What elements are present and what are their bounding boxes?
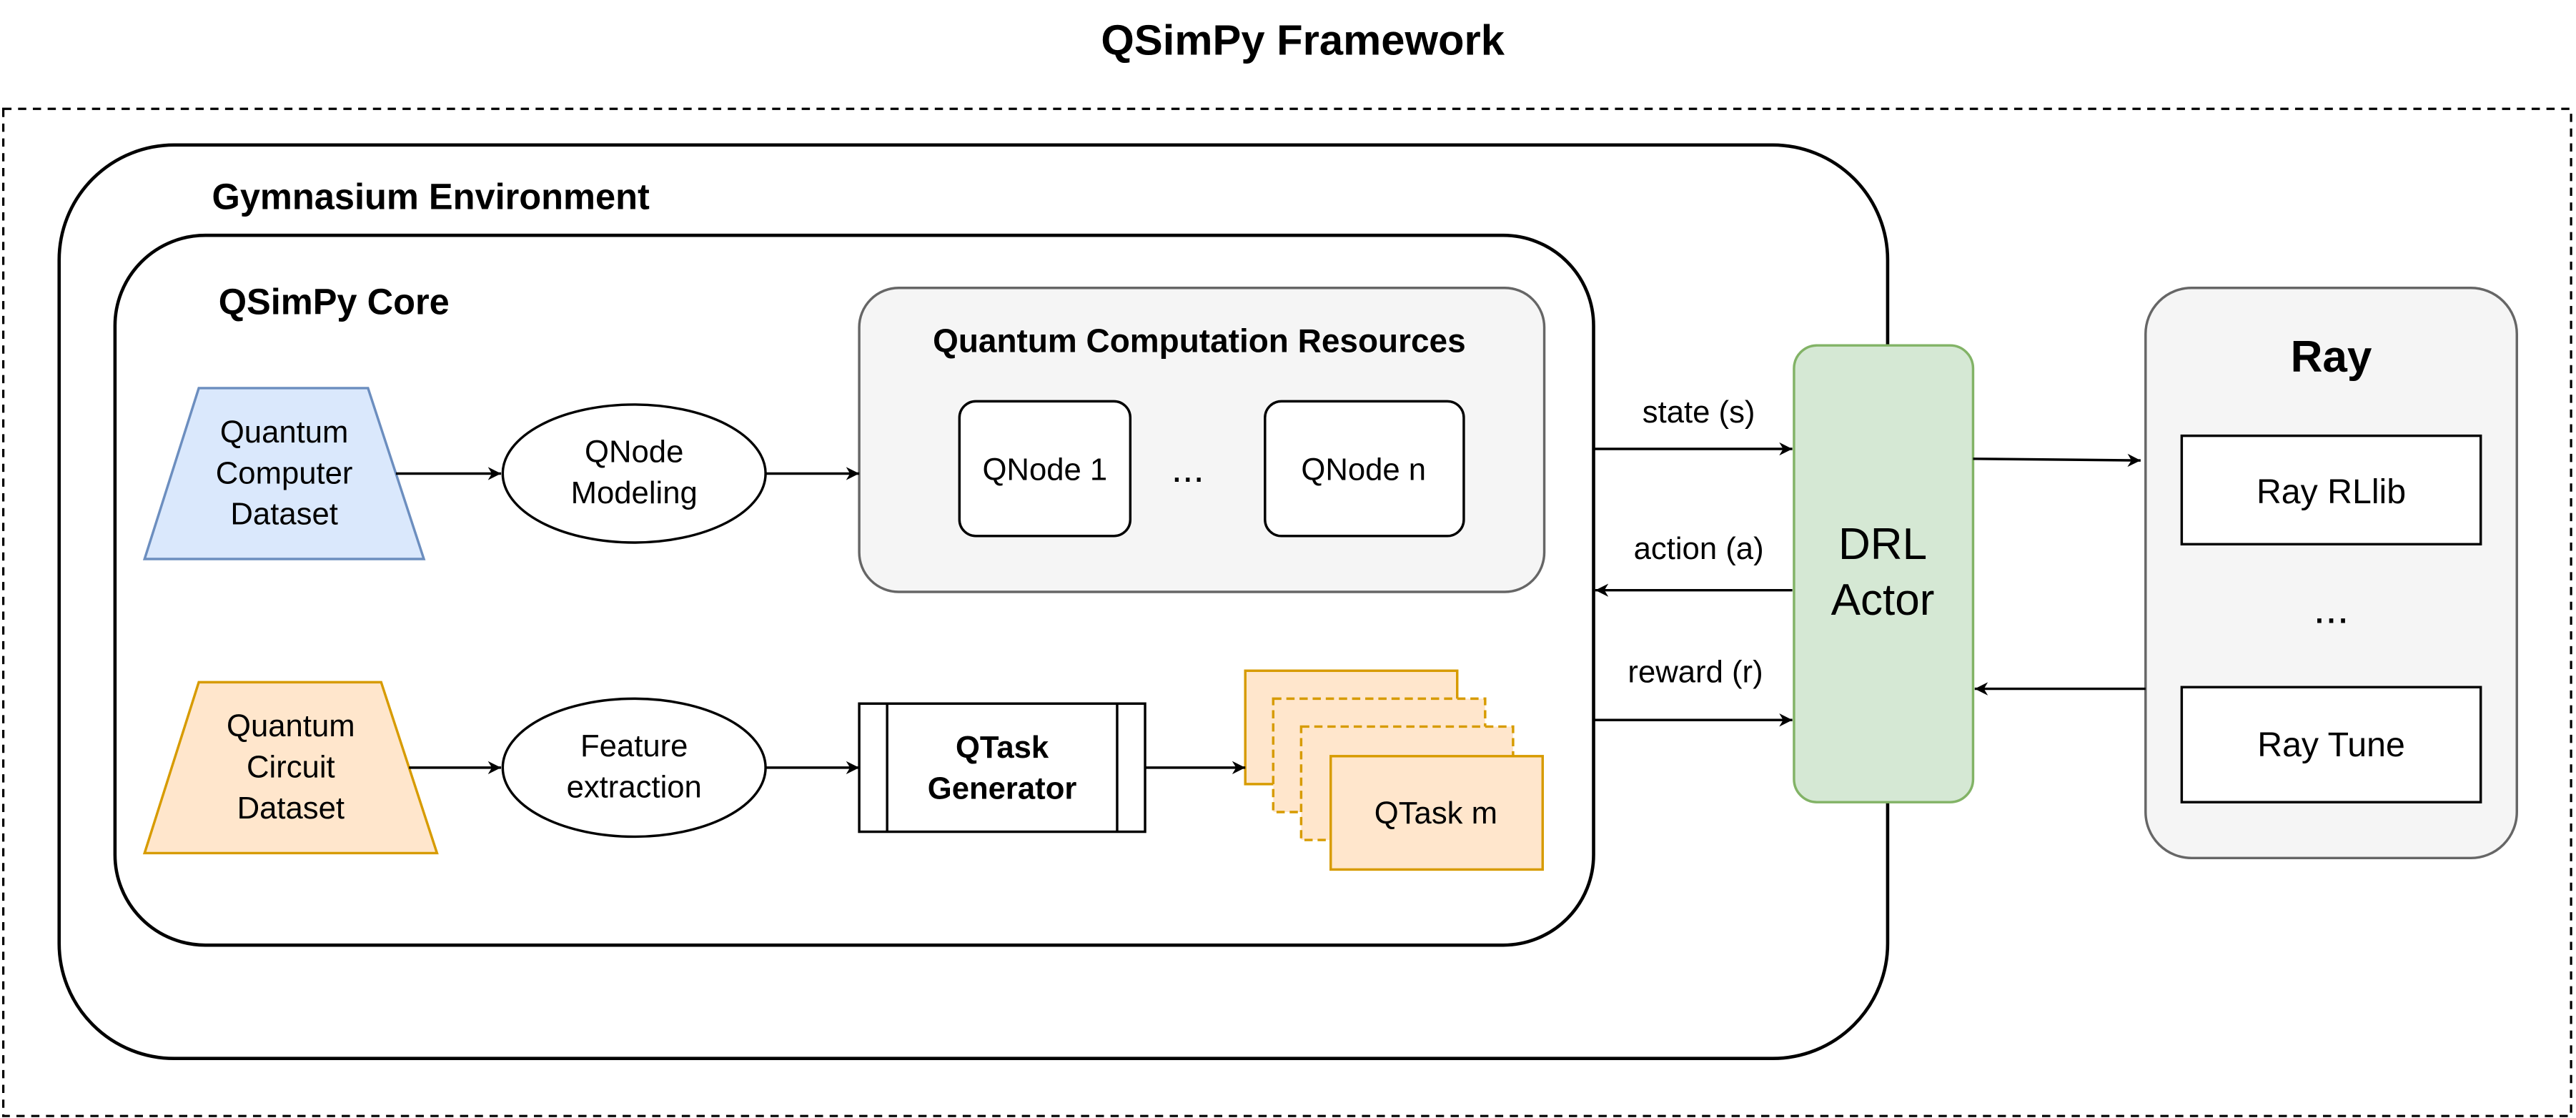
quantum-circuit-dataset-line2: Circuit [247, 750, 335, 785]
reward-label: reward (r) [1628, 654, 1763, 689]
qnode-modeling-ellipse [501, 403, 767, 544]
quantum-computer-dataset-line1: Quantum [220, 415, 349, 450]
ray-rllib-box [2180, 434, 2482, 546]
qnode-modeling-line1: QNode [585, 434, 683, 469]
ray-tune-box [2180, 686, 2482, 803]
qnode-n-box [1264, 400, 1465, 538]
feature-extraction-line1: Feature [580, 728, 688, 763]
ray-ellipsis: ... [2314, 585, 2349, 633]
framework-boundary [1, 107, 2572, 1117]
drl-actor-box [1793, 344, 1975, 803]
qnode-1-box [958, 400, 1132, 538]
feature-extraction-ellipse [501, 697, 767, 838]
quantum-computation-resources-label: Quantum Computation Resources [933, 322, 1466, 359]
qnode-n-label: QNode n [1301, 452, 1426, 488]
feature-extraction-line2: extraction [567, 769, 702, 804]
ray-rllib-label: Ray RLlib [2257, 473, 2406, 511]
qtask-generator-box [858, 702, 1146, 833]
quantum-circuit-dataset-line1: Quantum [227, 708, 355, 743]
qnode-1-label: QNode 1 [982, 452, 1107, 488]
ray-tune-label: Ray Tune [2257, 726, 2405, 764]
state-label: state (s) [1643, 395, 1755, 430]
qtask-generator-line2: Generator [928, 771, 1077, 806]
qnode-ellipsis: ... [1171, 446, 1204, 490]
quantum-circuit-dataset-shape [142, 681, 439, 855]
gymnasium-environment-label: Gymnasium Environment [212, 176, 650, 217]
quantum-computer-dataset-line2: Computer [216, 455, 353, 490]
quantum-computer-dataset-shape [142, 387, 426, 560]
qtask-m-box [1329, 755, 1544, 871]
arrow-actor-to-ray [1973, 453, 2141, 468]
quantum-computer-dataset-line3: Dataset [230, 497, 337, 532]
drl-actor-line2: Actor [1831, 575, 1935, 625]
ray-title: Ray [2291, 332, 2372, 382]
drl-actor-line1: DRL [1838, 520, 1927, 569]
quantum-circuit-dataset-line3: Dataset [237, 791, 345, 826]
qnode-modeling-line2: Modeling [571, 475, 698, 510]
qtask-generator-line1: QTask [956, 730, 1049, 765]
qsimpy-core-label: QSimPy Core [219, 282, 450, 322]
qtask-m-label: QTask m [1374, 796, 1497, 831]
action-label: action (a) [1634, 531, 1764, 566]
diagram-title: QSimPy Framework [1101, 16, 1505, 64]
